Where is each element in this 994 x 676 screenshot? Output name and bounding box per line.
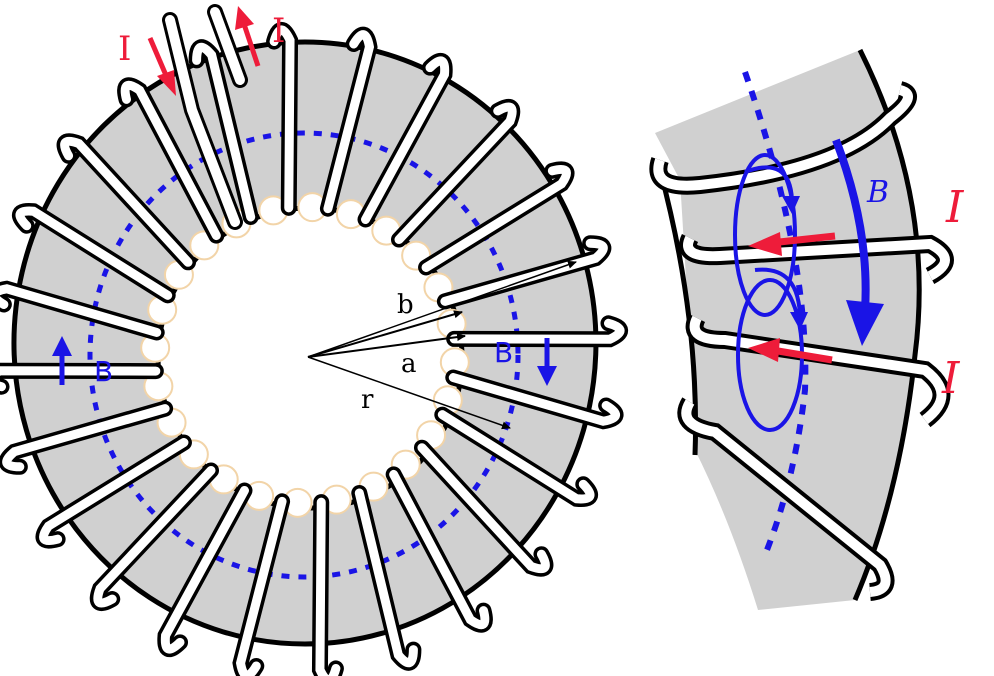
- winding-loop: [448, 373, 621, 426]
- winding-loop: [389, 469, 490, 630]
- current-direction-arrow: [147, 6, 261, 96]
- winding-loop: [2, 404, 170, 472]
- mean-field-line: [87, 130, 521, 580]
- radius-label-a: a: [401, 349, 417, 379]
- radius-vectors: [307, 260, 577, 430]
- winding-loop: [15, 206, 173, 300]
- radius-label-b: b: [397, 290, 414, 320]
- winding-loop: [417, 443, 550, 574]
- winding-loop: [361, 56, 450, 224]
- winding-loop: [93, 465, 216, 608]
- winding-loop: [0, 366, 161, 392]
- segment-windings: [649, 81, 954, 601]
- winding-loop: [394, 102, 517, 245]
- current-label-in: I: [118, 29, 131, 69]
- field-label-right: B: [494, 336, 513, 369]
- winding-loop: [0, 284, 162, 337]
- detail-segment: B I I: [649, 48, 965, 610]
- field-direction-arrow: [52, 336, 557, 386]
- winding-loop: [192, 42, 256, 222]
- winding-coils: [0, 21, 629, 676]
- winding-loop: [39, 438, 189, 546]
- winding-loop: [269, 25, 295, 213]
- winding-loop: [449, 318, 625, 344]
- winding-loop: [421, 164, 571, 272]
- winding-loop: [437, 410, 595, 504]
- toroid: I I B B b a r: [0, 4, 629, 676]
- segment-current-label-upper: I: [945, 182, 965, 233]
- inner-hole-scallops: [140, 192, 470, 518]
- winding-loop: [354, 488, 418, 668]
- radius-label-r: r: [361, 385, 374, 415]
- field-label-left: B: [94, 355, 113, 388]
- winding-loop: [323, 30, 375, 214]
- segment-current-label-lower: I: [941, 353, 961, 404]
- winding-loop: [315, 497, 341, 676]
- winding-loop: [60, 136, 193, 267]
- winding-loop: [235, 496, 287, 676]
- winding-loop: [440, 238, 608, 306]
- winding-loop: [160, 486, 249, 654]
- segment-field-arrow: [832, 138, 870, 311]
- current-label-out: I: [272, 11, 285, 51]
- winding-loop: [120, 80, 221, 241]
- segment-current-arrows: [748, 232, 836, 364]
- lead-wires: [162, 4, 248, 230]
- segment-field-label: B: [866, 175, 889, 210]
